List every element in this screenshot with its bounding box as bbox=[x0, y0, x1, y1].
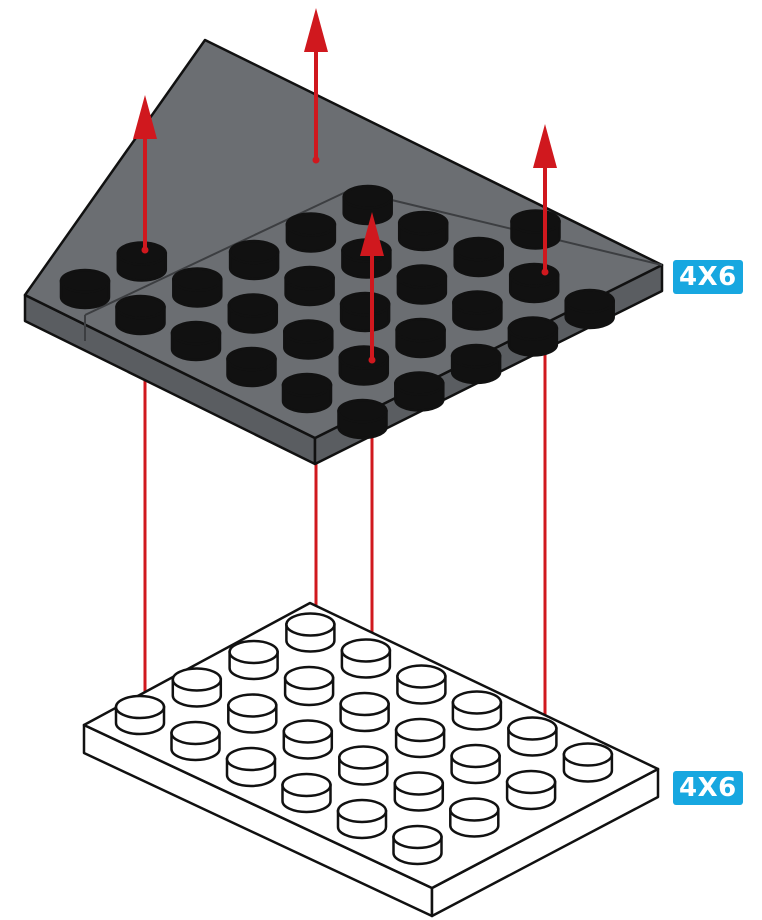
stud bbox=[283, 665, 335, 707]
stud bbox=[228, 239, 280, 281]
stud bbox=[282, 719, 334, 760]
stud bbox=[394, 371, 445, 412]
part-label-bottom: 4X6 bbox=[673, 771, 743, 805]
stud bbox=[394, 717, 446, 759]
stud bbox=[285, 612, 336, 653]
stud bbox=[339, 291, 391, 333]
stud bbox=[395, 317, 446, 359]
stud bbox=[562, 742, 614, 783]
stud bbox=[59, 268, 111, 310]
stud bbox=[170, 320, 222, 362]
stud bbox=[228, 639, 279, 681]
stud bbox=[451, 690, 503, 731]
stud bbox=[453, 236, 504, 278]
stud bbox=[397, 210, 449, 252]
plate-top-face bbox=[82, 601, 660, 890]
stud bbox=[392, 824, 443, 866]
stud bbox=[342, 184, 393, 226]
stud bbox=[283, 319, 334, 360]
stud bbox=[172, 267, 223, 308]
stud bbox=[116, 241, 168, 282]
stud bbox=[225, 746, 277, 788]
stud bbox=[281, 372, 333, 414]
stud bbox=[226, 346, 277, 388]
plate-4x6-white bbox=[82, 601, 660, 918]
stud bbox=[337, 398, 388, 440]
red-up-arrow-icon bbox=[304, 8, 328, 164]
stud bbox=[227, 693, 278, 734]
stud bbox=[450, 743, 501, 785]
stud bbox=[336, 798, 388, 840]
stud bbox=[170, 720, 221, 762]
red-up-arrow-icon bbox=[133, 95, 157, 254]
red-up-arrow-icon bbox=[533, 124, 557, 276]
connector-lines bbox=[143, 345, 547, 812]
stud bbox=[340, 638, 392, 679]
removal-arrows bbox=[133, 8, 557, 364]
stud bbox=[452, 290, 503, 331]
stud bbox=[339, 691, 390, 733]
stud bbox=[450, 343, 502, 385]
stud bbox=[396, 264, 448, 305]
part-label-top: 4X6 bbox=[673, 260, 743, 294]
plate-4x6-dark bbox=[23, 38, 664, 466]
stud bbox=[564, 288, 615, 330]
stud bbox=[285, 212, 337, 253]
stud bbox=[393, 771, 445, 812]
stud bbox=[508, 262, 560, 304]
stud bbox=[171, 667, 223, 708]
stud bbox=[338, 345, 390, 386]
stud bbox=[338, 745, 389, 786]
red-up-arrow-icon bbox=[360, 212, 384, 364]
stud bbox=[114, 694, 166, 736]
stud bbox=[449, 797, 500, 838]
stud bbox=[227, 293, 279, 334]
stud bbox=[507, 316, 559, 357]
stud bbox=[510, 209, 561, 250]
stud bbox=[281, 772, 332, 814]
stud bbox=[505, 769, 557, 811]
stud bbox=[507, 716, 558, 757]
stud bbox=[115, 294, 166, 336]
stud bbox=[284, 265, 335, 307]
stud bbox=[396, 664, 447, 705]
